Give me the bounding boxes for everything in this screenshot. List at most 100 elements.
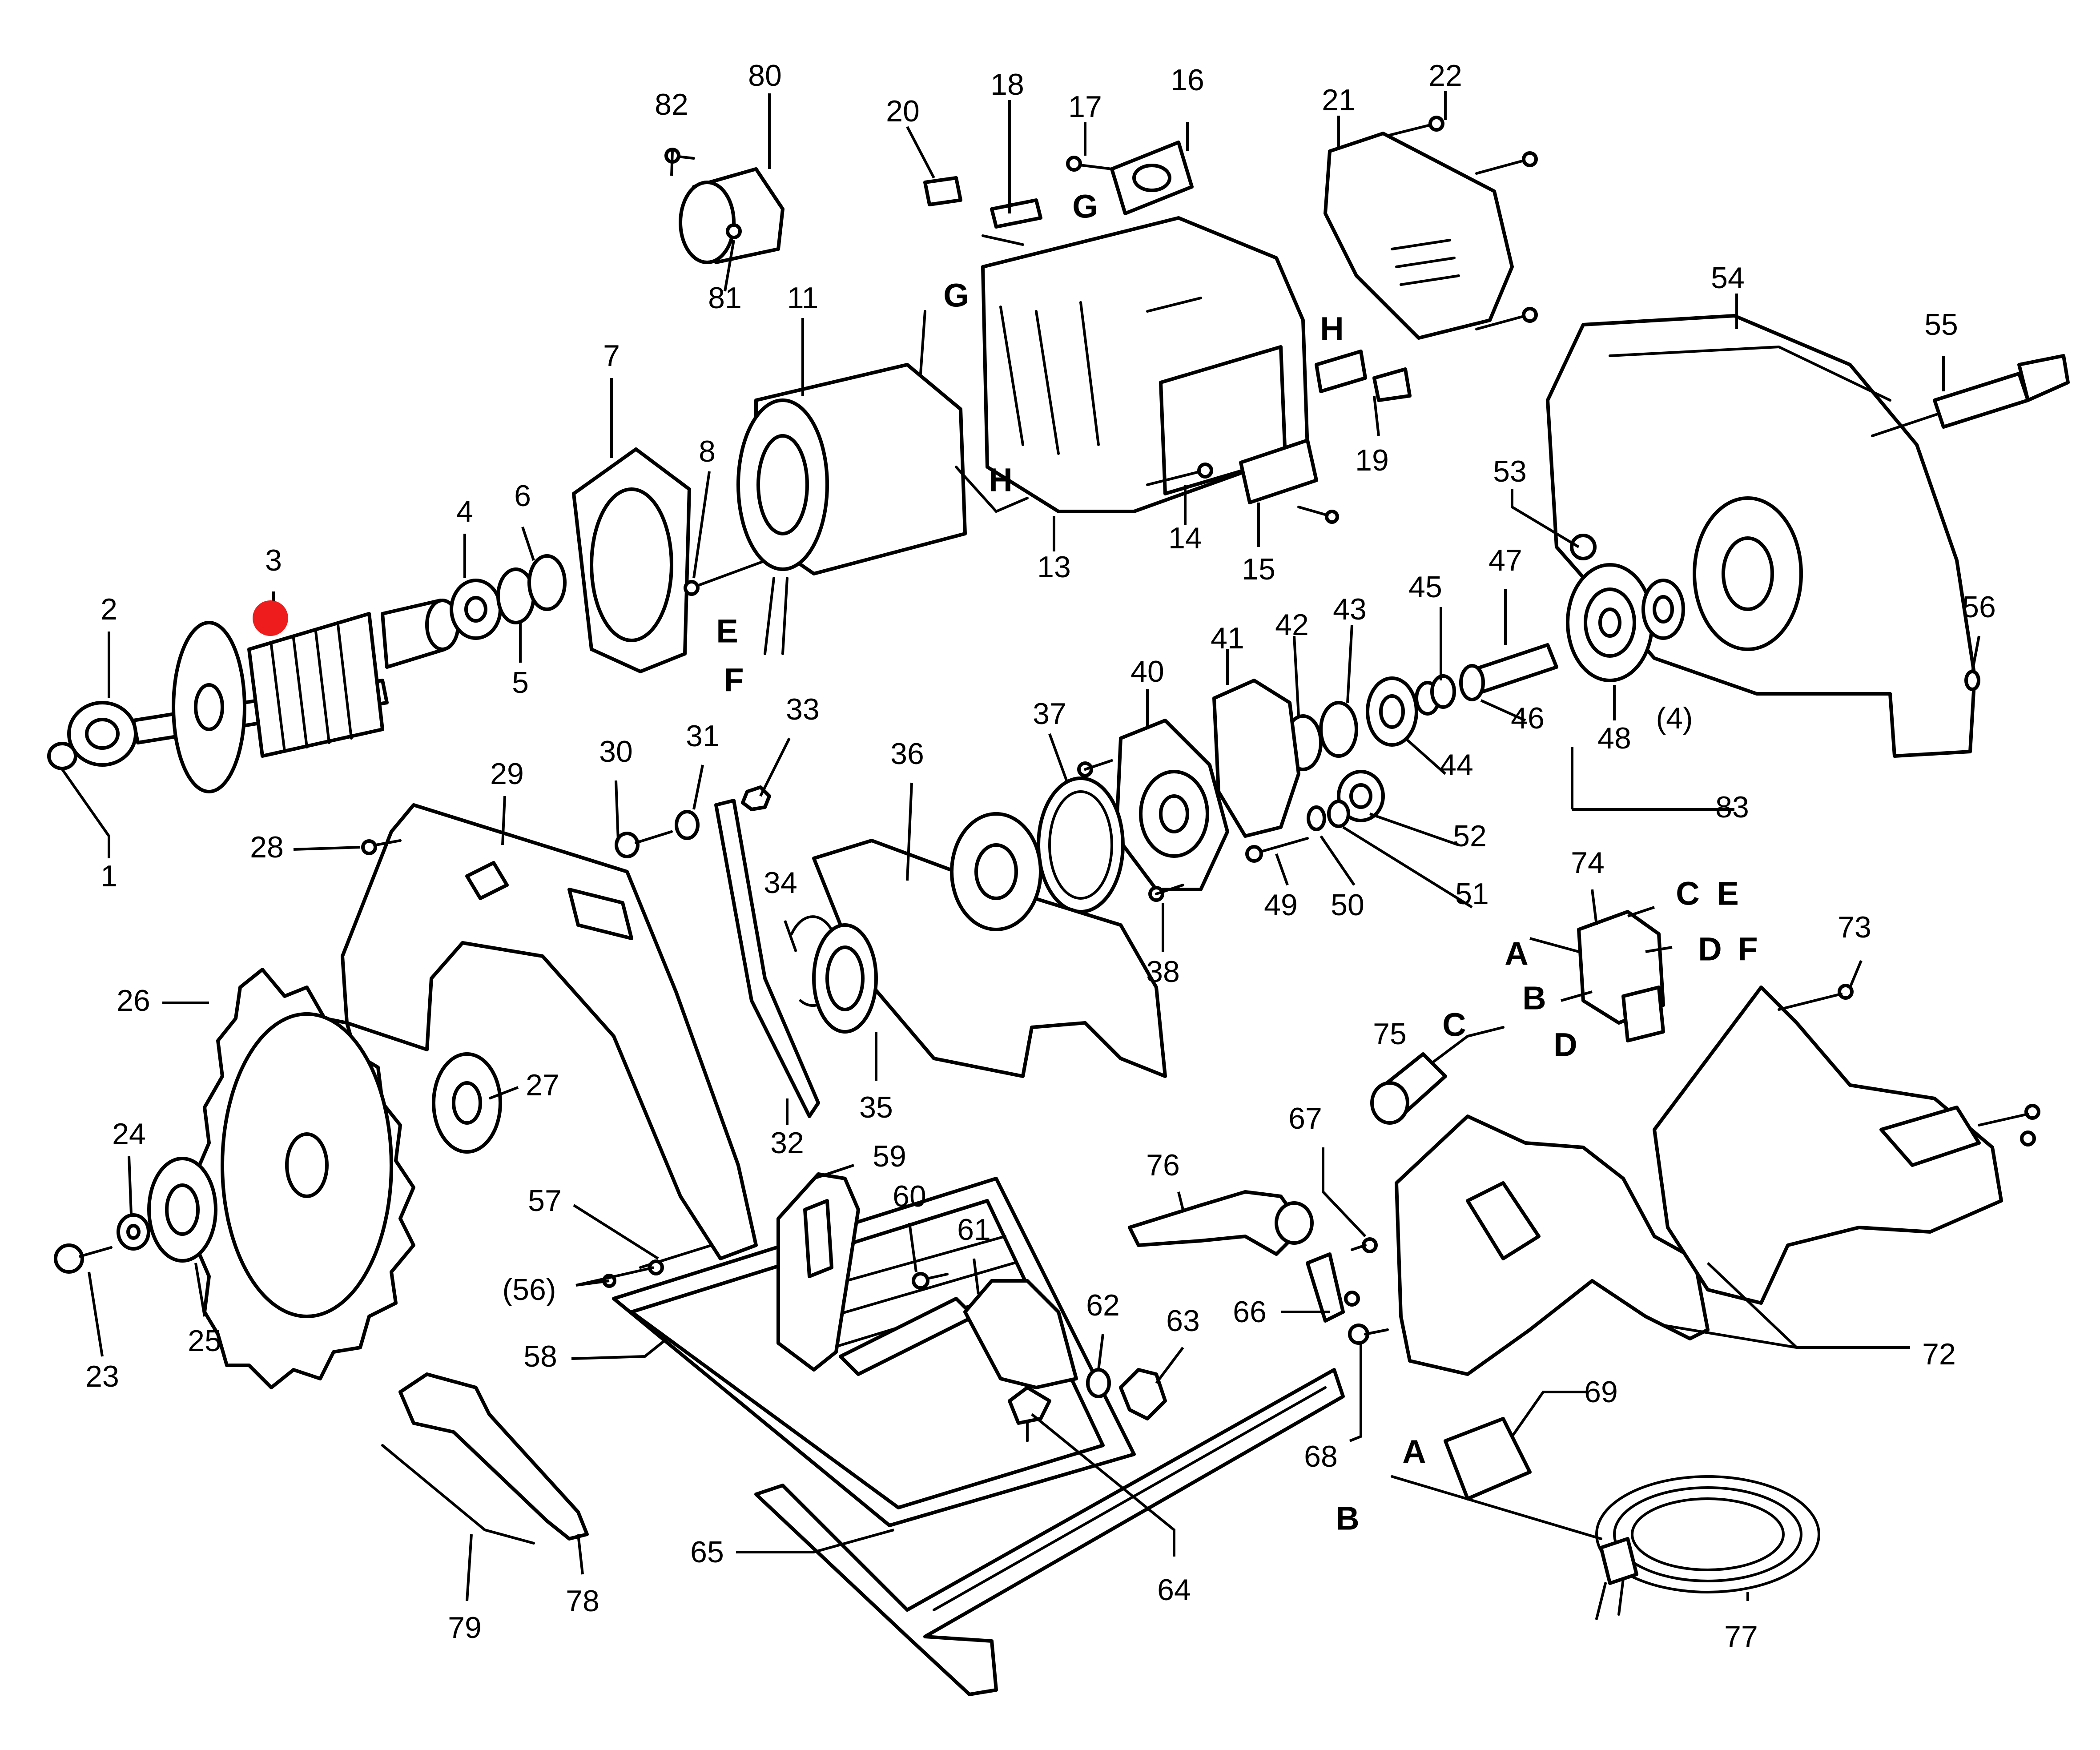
callout-76: 76 (1146, 1148, 1180, 1182)
callout-79: 79 (448, 1611, 482, 1645)
callout-82: 82 (655, 88, 688, 121)
gear-48 (1566, 563, 1654, 682)
washer-62 (1086, 1368, 1111, 1398)
callout-69: 69 (1584, 1375, 1618, 1409)
callout-47: 47 (1489, 543, 1522, 577)
screw-17 (1066, 156, 1113, 172)
mains-cable-77 (1391, 1475, 1820, 1620)
callout-22: 22 (1428, 59, 1462, 93)
highlight-marker (253, 600, 288, 636)
wire-letter-b68: B (1336, 1500, 1359, 1537)
hose-76 (1128, 1190, 1314, 1256)
callout-6: 6 (514, 479, 531, 513)
bearing-4b (1641, 579, 1685, 640)
callout-58: 58 (523, 1340, 557, 1373)
screw-67 (1351, 1237, 1378, 1253)
plate-15 (1239, 439, 1339, 524)
wire-letter-g2: G (943, 277, 969, 314)
knob-64 (1008, 1386, 1051, 1442)
spring-37 (1037, 776, 1125, 913)
nut-33 (741, 785, 771, 811)
screws-38 (1077, 759, 1184, 902)
handle-72b (1653, 986, 2003, 1305)
callout-2: 2 (101, 592, 117, 626)
lower-guard-36 (812, 812, 1167, 1078)
switch-74 (1577, 910, 1665, 1042)
callout-41: 41 (1211, 621, 1244, 655)
wire-letter-g1: G (1072, 188, 1098, 225)
callout-35: 35 (859, 1090, 893, 1124)
screw-49 (1245, 837, 1309, 863)
nut-53 (1570, 534, 1597, 560)
callout-21: 21 (1322, 83, 1356, 117)
flange-25 (147, 1157, 217, 1263)
callout-51: 51 (1455, 877, 1489, 911)
screw-81 (726, 223, 742, 239)
callout-31: 31 (686, 719, 720, 753)
callout-19: 19 (1355, 443, 1389, 477)
callout-3: 3 (265, 543, 282, 577)
callout-4: 4 (456, 495, 473, 528)
washers-44-46 (1366, 674, 1456, 747)
wire-letter-f74: F (1738, 931, 1758, 968)
wire-letter-c75: C (1442, 1006, 1466, 1043)
callout-78: 78 (566, 1584, 599, 1618)
callout-56b: (56) (503, 1273, 556, 1307)
callout-37: 37 (1033, 697, 1066, 731)
callout-11: 11 (787, 281, 819, 315)
screw-28 (361, 839, 402, 855)
callout-56: 56 (1962, 590, 1996, 624)
handle-72 (1395, 1114, 1710, 1376)
callout-83: 83 (1715, 790, 1749, 824)
wire-letters: G G H H E F C E A D F B C D A B (716, 188, 1758, 1537)
plate-16 (1110, 141, 1194, 215)
callout-66: 66 (1233, 1295, 1267, 1329)
callout-7: 7 (603, 339, 620, 373)
callout-55: 55 (1924, 308, 1958, 342)
screw-73 (1778, 984, 1854, 1011)
screw-14 (1146, 463, 1213, 486)
wire-letter-a74: A (1505, 935, 1528, 972)
callout-74: 74 (1571, 846, 1605, 880)
washer-35 (812, 923, 878, 1034)
callout-15: 15 (1242, 552, 1275, 586)
callout-38: 38 (1146, 955, 1180, 989)
callout-32: 32 (770, 1126, 804, 1160)
upper-guard-54 (1546, 314, 1976, 758)
callout-60: 60 (893, 1179, 926, 1213)
callout-14: 14 (1168, 521, 1202, 555)
callout-labels: 1 2 3 4 5 6 7 8 11 13 14 15 16 17 18 19 … (85, 59, 1996, 1653)
wire-letter-b74: B (1522, 980, 1546, 1017)
callout-44: 44 (1440, 748, 1473, 782)
callout-57: 57 (528, 1184, 562, 1218)
callout-42: 42 (1275, 608, 1309, 642)
callout-8: 8 (699, 434, 716, 468)
callout-67: 67 (1288, 1102, 1322, 1135)
callout-24: 24 (112, 1117, 146, 1151)
callout-61: 61 (957, 1213, 991, 1247)
callout-30: 30 (599, 735, 633, 768)
wire-letter-e74: E (1717, 875, 1738, 912)
callout-1: 1 (101, 859, 117, 893)
callout-77: 77 (1724, 1620, 1758, 1653)
callout-4b: (4) (1656, 701, 1693, 735)
spindle-47 (1459, 643, 1558, 701)
callout-13: 13 (1037, 550, 1071, 584)
bevel-bracket-61 (839, 1279, 1078, 1389)
screws-handle (1978, 1104, 2040, 1147)
wire-letter-c74: C (1676, 875, 1699, 912)
brush-holder-19 (1315, 350, 1412, 402)
rip-fence-65 (754, 1368, 1345, 1696)
brush-holder-18-20 (923, 176, 1042, 246)
callout-73: 73 (1838, 910, 1871, 944)
callout-33: 33 (786, 692, 820, 726)
fan-cover-21 (1324, 132, 1514, 340)
callout-26: 26 (117, 984, 150, 1018)
callout-23: 23 (85, 1360, 119, 1393)
callout-17: 17 (1068, 90, 1102, 124)
callout-68: 68 (1304, 1440, 1338, 1473)
bolt-30 (615, 830, 673, 858)
wire-letter-d74: D (1698, 931, 1722, 968)
armature-assembly (132, 599, 460, 793)
